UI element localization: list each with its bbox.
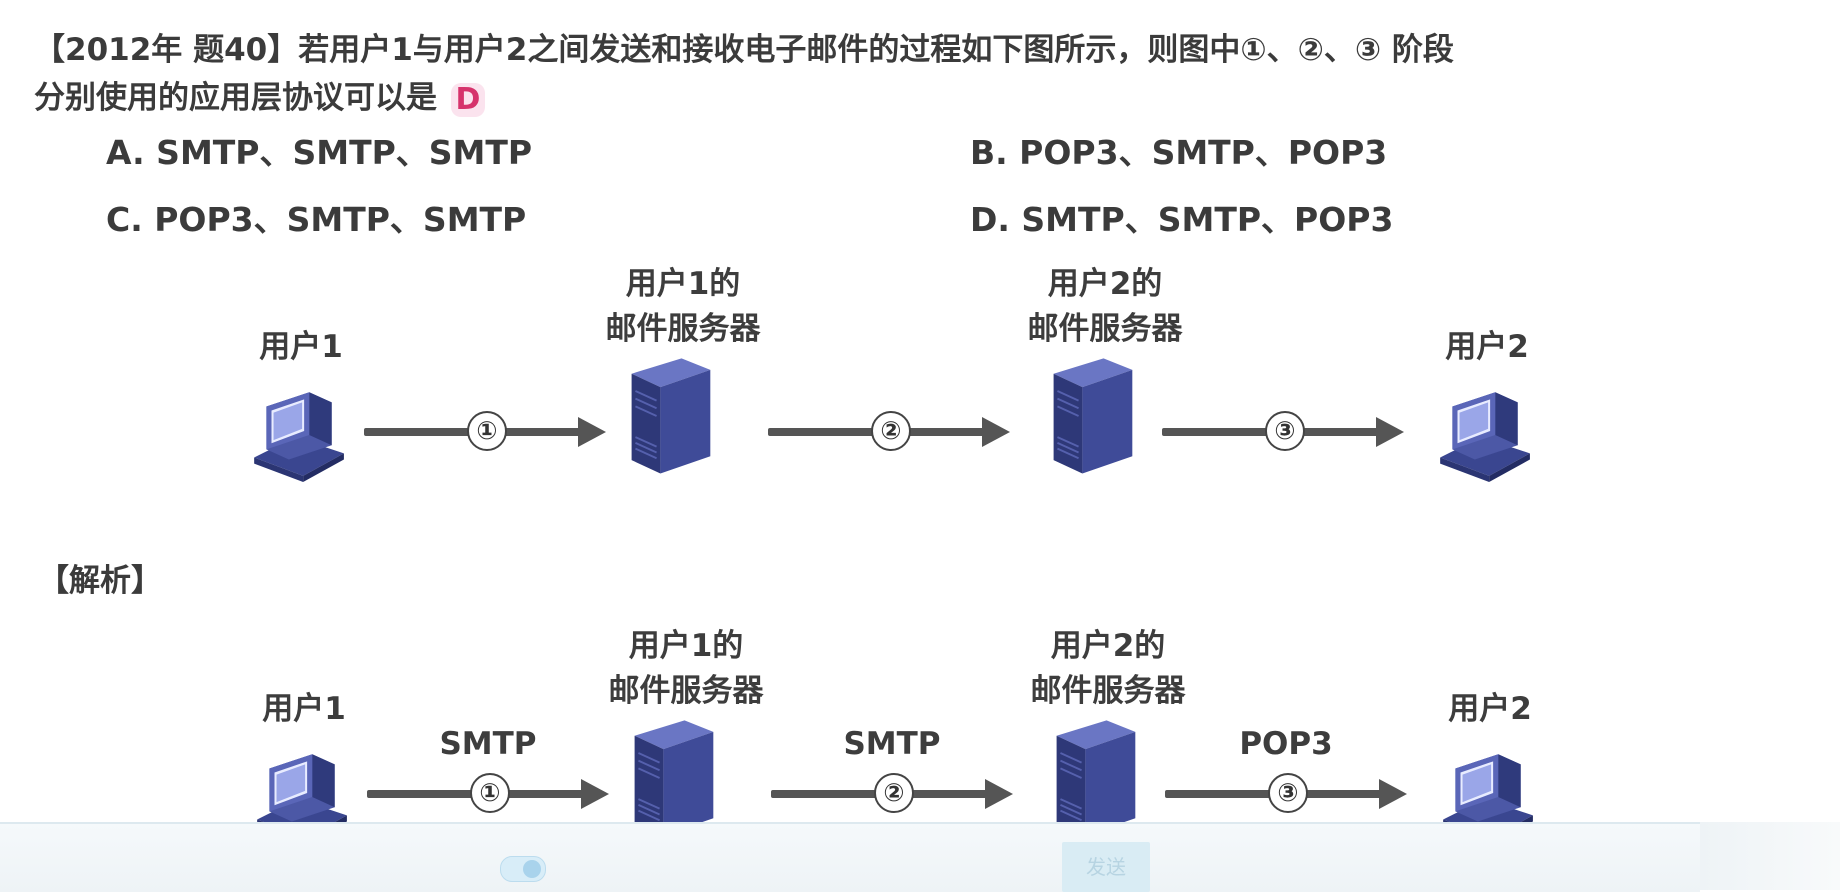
node-label-server1: 用户1的 邮件服务器: [605, 266, 761, 347]
bar-edge: [1700, 822, 1840, 890]
node-label-user1: 用户1: [259, 329, 343, 365]
node-label-user2: 用户2: [1448, 691, 1532, 727]
option-a: A. SMTP、SMTP、SMTP: [106, 133, 533, 172]
email-flow-diagram-question: 用户1 用户1的 邮件服务器 用户2的 邮件服务器 用户2 ① ② ③: [0, 260, 1840, 520]
danmaku-toggle[interactable]: [500, 856, 546, 882]
step-marker-3: ③: [1268, 773, 1308, 813]
node-label-server1: 用户1的 邮件服务器: [608, 628, 764, 709]
node-label-user2: 用户2: [1445, 329, 1529, 365]
node-label-user1: 用户1: [262, 691, 346, 727]
question-text-line2-label: 分别使用的应用层协议可以是: [34, 80, 437, 116]
step-marker-2: ②: [871, 411, 911, 451]
email-flow-diagram-analysis: 用户1 用户1的 邮件服务器 用户2的 邮件服务器 用户2 SMTP SMTP …: [0, 622, 1840, 882]
flow-arrow-2: ②: [771, 773, 1013, 813]
node-label-server2: 用户2的 邮件服务器: [1030, 628, 1186, 709]
flow-arrow-3: ③: [1165, 773, 1407, 813]
step-marker-3: ③: [1265, 411, 1305, 451]
step-marker-2: ②: [874, 773, 914, 813]
node-label-server2: 用户2的 邮件服务器: [1027, 266, 1183, 347]
step-marker-1: ①: [467, 411, 507, 451]
option-b: B. POP3、SMTP、POP3: [970, 133, 1388, 172]
question-text-line2: 分别使用的应用层协议可以是 D: [34, 72, 485, 117]
answer-badge: D: [451, 82, 485, 117]
option-c: C. POP3、SMTP、SMTP: [106, 200, 527, 239]
option-d: D. SMTP、SMTP、POP3: [970, 200, 1394, 239]
flow-arrow-1: ①: [364, 411, 606, 451]
server-icon: [622, 352, 718, 478]
flow-arrow-3: ③: [1162, 411, 1404, 451]
chat-input-bar[interactable]: 发送: [0, 822, 1700, 892]
protocol-label-3: POP3: [1239, 726, 1333, 762]
flow-arrow-2: ②: [768, 411, 1010, 451]
protocol-label-1: SMTP: [439, 726, 537, 762]
analysis-heading: 【解析】: [38, 563, 162, 599]
server-icon: [1044, 352, 1140, 478]
toggle-knob-icon: [523, 860, 541, 878]
computer-icon: [1432, 382, 1534, 484]
protocol-label-2: SMTP: [843, 726, 941, 762]
send-button[interactable]: 发送: [1062, 842, 1150, 892]
step-marker-1: ①: [470, 773, 510, 813]
computer-icon: [246, 382, 348, 484]
question-text-line1: 【2012年 题40】若用户1与用户2之间发送和接收电子邮件的过程如下图所示，则…: [34, 32, 1454, 68]
flow-arrow-1: ①: [367, 773, 609, 813]
